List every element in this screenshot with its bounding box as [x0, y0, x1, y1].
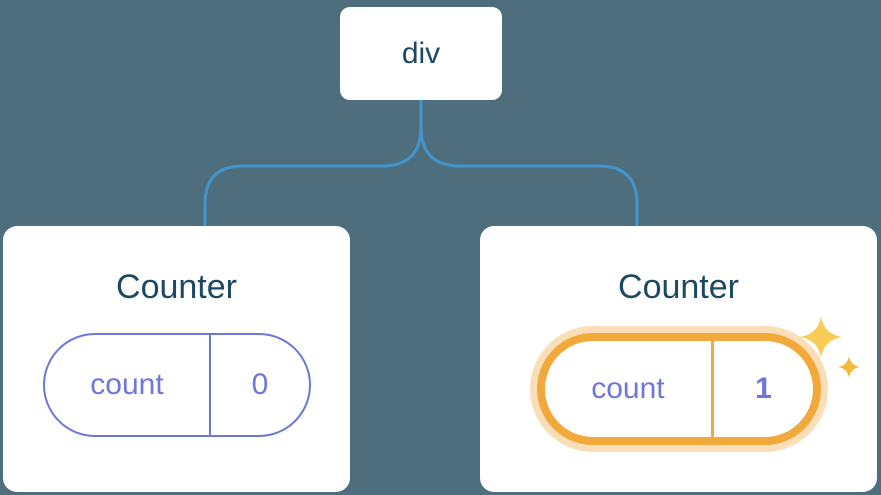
counter-title: Counter — [116, 268, 237, 306]
connector-left — [203, 99, 423, 229]
counter-card-right: Counter count 1 — [480, 226, 877, 492]
state-key-label: count — [545, 341, 715, 437]
counter-card-left: Counter count 0 — [3, 226, 350, 492]
state-value: 1 — [755, 372, 772, 405]
state-value: 0 — [251, 368, 269, 401]
state-pill: count 0 — [42, 333, 311, 437]
root-node-div: div — [340, 7, 502, 100]
state-pill-highlighted: count 1 — [536, 333, 821, 445]
counter-title: Counter — [618, 268, 739, 306]
root-node-label: div — [401, 36, 441, 70]
sparkle-icon — [800, 316, 842, 358]
sparkle-icon — [838, 356, 860, 378]
state-key-label: count — [45, 335, 212, 435]
connector-right — [419, 99, 639, 229]
